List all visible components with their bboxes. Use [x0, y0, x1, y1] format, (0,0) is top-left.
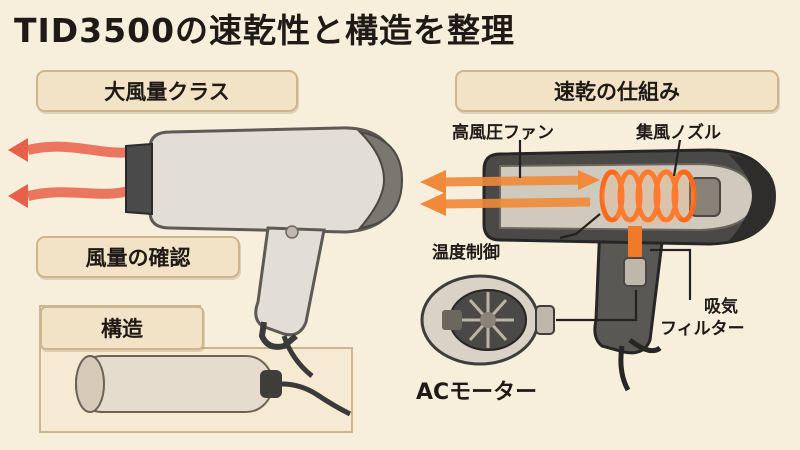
left-airflow-arrows	[8, 138, 134, 208]
airflow-arrowhead-upper	[8, 138, 28, 162]
badge-structure: 構造	[40, 306, 204, 350]
label-intake: 吸気	[704, 297, 738, 317]
cylinder-cord	[281, 381, 352, 417]
badge-airflow-class-label: 大風量クラス	[104, 80, 230, 104]
motor-rear	[535, 305, 555, 335]
airflow-right-head-lower	[420, 192, 446, 216]
heater-glow	[602, 166, 694, 226]
airflow-right-upper	[439, 175, 591, 187]
badge-airflow-check: 風量の確認	[36, 236, 240, 278]
cylinder-end	[75, 355, 105, 413]
ac-motor-illustration	[420, 274, 555, 366]
intake-filter	[623, 257, 647, 287]
motor-shaft	[442, 310, 462, 330]
motor-hub	[480, 312, 496, 328]
leader-lines	[518, 139, 692, 322]
airflow-stream-upper	[26, 141, 133, 158]
badge-mechanism-label: 速乾の仕組み	[554, 80, 680, 104]
badge-airflow-class: 大風量クラス	[36, 70, 298, 112]
badge-airflow-check-label: 風量の確認	[85, 246, 191, 270]
leader-intake	[650, 248, 692, 300]
left-hair-dryer	[125, 126, 404, 378]
airflow-arrowhead-lower	[8, 184, 28, 208]
airflow-right-inner-head	[578, 170, 600, 190]
heater-coil	[599, 169, 697, 223]
label-nozzle: 集風ノズル	[636, 123, 721, 143]
label-high-pressure-fan: 高風圧ファン	[452, 123, 554, 143]
dryer-rear-cap	[356, 130, 404, 230]
dryer-nozzle	[125, 142, 153, 216]
label-temperature-control: 温度制御	[432, 243, 500, 263]
dryer-cord	[281, 335, 314, 378]
structure-cylinder	[75, 355, 352, 417]
handle-airflow	[628, 226, 642, 266]
badge-mechanism: 速乾の仕組み	[455, 70, 779, 112]
leader-temp	[559, 213, 601, 240]
cutaway-loop	[628, 338, 662, 354]
label-filter: フィルター	[660, 319, 745, 339]
dryer-button	[285, 225, 299, 239]
airflow-stream-lower	[26, 185, 134, 201]
cutaway-rear-cap	[728, 154, 776, 242]
cylinder-cap	[260, 370, 282, 398]
cutaway-cord	[618, 345, 631, 392]
cylinder-body	[75, 355, 273, 413]
leader-nozzle	[672, 139, 682, 177]
right-airflow-arrows	[420, 170, 600, 216]
airflow-right-head-upper	[420, 170, 446, 194]
airflow-right-lower	[439, 197, 591, 209]
right-hair-dryer-cutaway	[482, 148, 776, 392]
dryer-hanging-loop	[258, 321, 298, 350]
dryer-body	[148, 126, 400, 234]
page-title: TID3500の速乾性と構造を整理	[14, 11, 516, 50]
label-ac-motor: ACモーター	[416, 380, 538, 405]
badge-structure-label: 構造	[101, 317, 143, 341]
internal-motor	[689, 177, 721, 217]
leader-motor	[556, 290, 638, 322]
dryer-handle	[254, 226, 326, 337]
